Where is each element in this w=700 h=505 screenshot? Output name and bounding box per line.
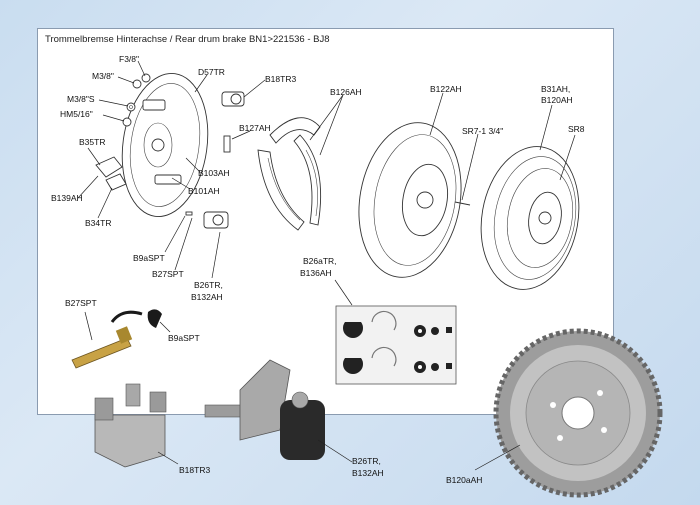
label-m38: M3/8": [92, 71, 114, 81]
label-b139ah: B139AH: [51, 193, 83, 203]
label-b103ah: B103AH: [198, 168, 230, 178]
label-b31ah: B31AH,: [541, 84, 570, 94]
label-b27spt-1: B27SPT: [152, 269, 184, 279]
label-sr8: SR8: [568, 124, 585, 134]
label-b18tr3-top: B18TR3: [265, 74, 296, 84]
label-b26tr-1: B26TR,: [194, 280, 223, 290]
label-b34tr: B34TR: [85, 218, 111, 228]
label-b122ah: B122AH: [430, 84, 462, 94]
fastener-group: [95, 73, 193, 216]
label-b136ah: B136AH: [300, 268, 332, 278]
label-b9aspt-2: B9aSPT: [168, 333, 200, 343]
slave-cylinder-photo: [204, 359, 325, 460]
part-labels: F3/8" M3/8" M3/8"S HM5/16" D57TR B18TR3 …: [51, 54, 585, 485]
label-b27spt-2: B27SPT: [65, 298, 97, 308]
label-b26tr-2: B26TR,: [352, 456, 381, 466]
label-b35tr: B35TR: [79, 137, 105, 147]
backing-plate-drawing: [121, 73, 209, 217]
label-b26atr: B26aTR,: [303, 256, 337, 266]
label-m38s: M3/8"S: [67, 94, 95, 104]
label-f38: F3/8": [119, 54, 139, 64]
label-b132ah-2: B132AH: [352, 468, 384, 478]
small-cylinder-drawing: [203, 91, 245, 229]
label-b18tr3-bottom: B18TR3: [179, 465, 210, 475]
label-sr71: SR7-1 3/4": [462, 126, 503, 136]
wheel-cylinder-photo: [94, 383, 167, 468]
label-b120aah: B120aAH: [446, 475, 482, 485]
label-b120ah-alt: B120AH: [541, 95, 573, 105]
label-b127ah: B127AH: [239, 123, 271, 133]
label-hm516: HM5/16": [60, 109, 93, 119]
leader-lines: [77, 60, 576, 471]
toothed-drum-photo: [493, 328, 663, 498]
finned-drum-drawing: [480, 146, 580, 290]
diagram-title: Trommelbremse Hinterachse / Rear drum br…: [45, 34, 330, 45]
label-b9aspt-1: B9aSPT: [133, 253, 165, 263]
brake-shoes-drawing: [257, 117, 322, 231]
label-b101ah: B101AH: [188, 186, 220, 196]
brake-drum-drawing: [358, 122, 471, 278]
label-b132ah-1: B132AH: [191, 292, 223, 302]
bleeder-screw-photo: [71, 309, 162, 369]
label-b126ah: B126AH: [330, 87, 362, 97]
label-d57tr: D57TR: [198, 67, 225, 77]
repair-kit-inset: [335, 305, 457, 385]
